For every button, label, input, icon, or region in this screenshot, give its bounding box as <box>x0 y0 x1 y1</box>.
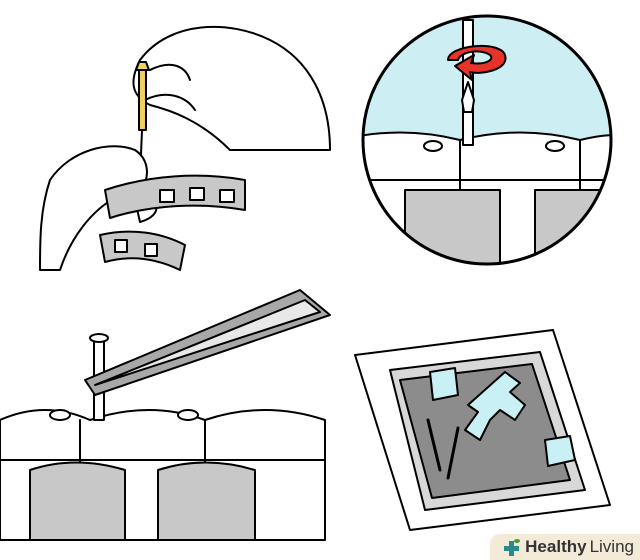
healthy-living-logo: Healthy Living <box>490 534 640 560</box>
magnified-pin-panel <box>361 14 613 266</box>
link-piece <box>429 367 459 401</box>
plus-leaf-icon <box>504 539 521 556</box>
logo-text-light: Living <box>589 537 634 556</box>
pin-piece <box>426 418 442 472</box>
connector-piece <box>464 371 526 441</box>
logo-text-bold: Healthy <box>525 537 587 556</box>
bracelet <box>99 174 246 271</box>
tweezers-panel <box>0 289 331 541</box>
rotate-arrow-icon <box>447 44 507 81</box>
sleeve-piece <box>544 435 576 467</box>
parts-tray-panel <box>354 329 611 531</box>
hands-screwdriver-panel <box>39 25 331 271</box>
